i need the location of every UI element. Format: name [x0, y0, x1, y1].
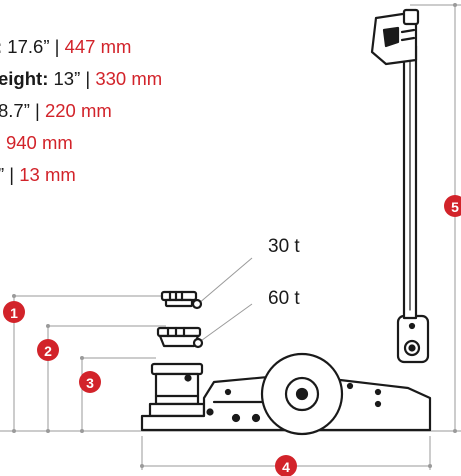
air-jack [140, 8, 432, 436]
leader-30t [197, 257, 253, 305]
wheel [260, 352, 344, 436]
svg-text:2: 2 [44, 343, 52, 359]
svg-text:5: 5 [451, 199, 459, 215]
spec-mid-height: eight: 13” | 330 mm [0, 68, 163, 89]
label-upper-saddle: 30 t [268, 236, 300, 257]
badge-2: 2 [37, 339, 59, 361]
handle-pivot [396, 314, 430, 364]
badge-5: 5 [444, 195, 461, 217]
spec-stroke: ” | 13 mm [0, 164, 76, 185]
badge-3: 3 [79, 371, 101, 393]
handle-shaft [402, 44, 418, 320]
dimension-dots [12, 3, 457, 468]
spec-list: : 17.6” | 447 mm eight: 13” | 330 mm 8.7… [0, 0, 461, 200]
badge-1: 1 [3, 301, 25, 323]
spec-min-height: 8.7” | 220 mm [0, 100, 112, 121]
badge-4: 4 [275, 455, 297, 476]
svg-text:1: 1 [10, 305, 18, 321]
saddle-30t [160, 290, 203, 310]
saddle-60t [156, 326, 204, 349]
lift-cylinder [148, 362, 206, 418]
label-lower-saddle: 60 t [268, 288, 300, 309]
spec-length: | 940 mm [0, 132, 73, 153]
handle-grip [370, 8, 420, 66]
svg-text:3: 3 [86, 375, 94, 391]
leader-60t [197, 303, 253, 344]
spec-max-height: : 17.6” | 447 mm [0, 36, 132, 57]
svg-text:4: 4 [282, 459, 290, 475]
